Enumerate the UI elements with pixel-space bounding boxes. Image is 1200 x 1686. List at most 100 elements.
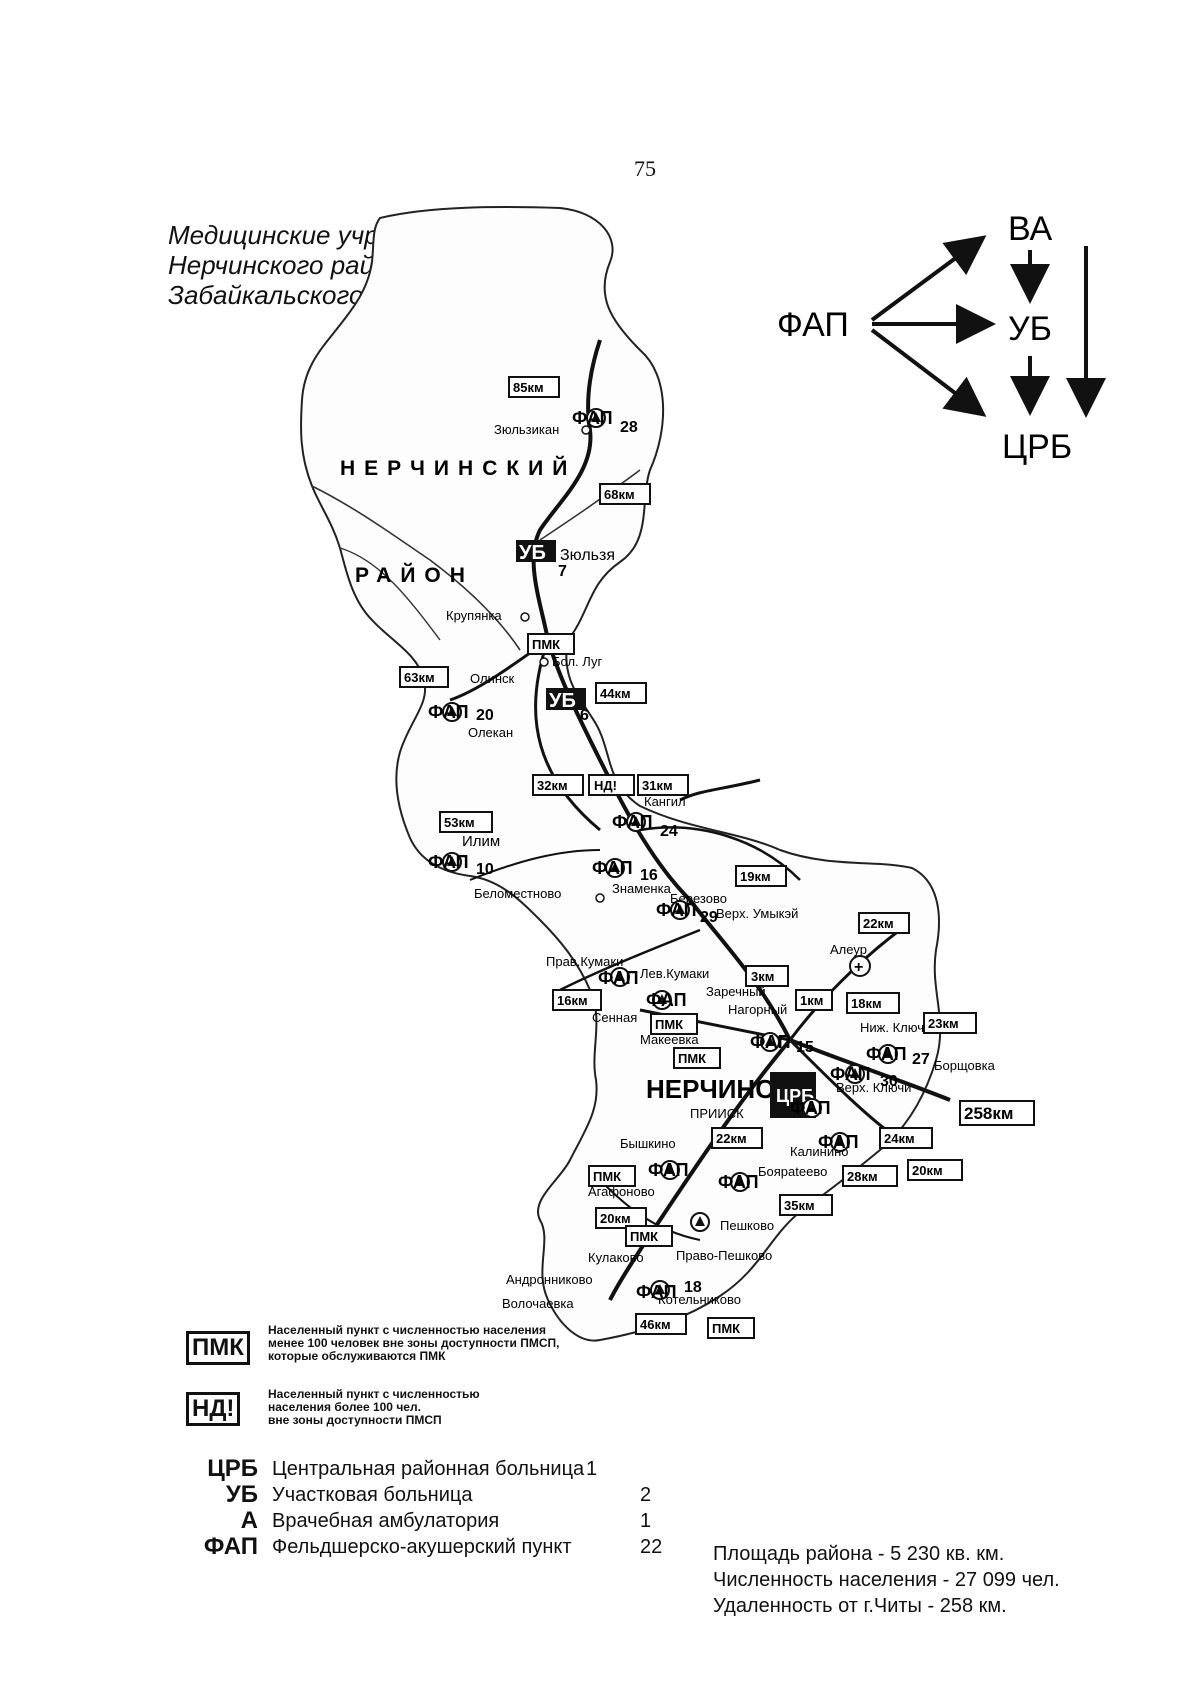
distance-text: 44км	[600, 686, 631, 701]
settlement-nagorny: Нагорный	[728, 1002, 787, 1017]
legend-pmk-desc-line: Населенный пункт с численностью населени…	[268, 1323, 547, 1337]
summary-row: А Врачебная амбулатория 1	[170, 1508, 680, 1534]
distance-labels: 85км 68км 63км 44км 32км НД! 31км 53км 1…	[399, 376, 1035, 1335]
ub-number: 6	[580, 707, 589, 724]
summary-abbr: ФАП	[203, 1533, 258, 1560]
pmk-marker: ПМК	[673, 1047, 721, 1069]
distance-box: 32км	[532, 774, 584, 796]
distance-box: 18км	[846, 992, 900, 1014]
settlement-verkh-umyki: Верх. Умыкэй	[716, 906, 798, 921]
distance-text: 3км	[751, 969, 774, 984]
distance-text: 53км	[444, 815, 475, 830]
ub-marker: УБ6	[546, 688, 589, 724]
distance-text: 16км	[557, 993, 588, 1008]
fap-marker: ФАП	[648, 1160, 689, 1180]
distance-text: 85км	[513, 380, 544, 395]
summary-row: ФАП Фельдшерско-акушерский пункт 22	[170, 1534, 680, 1560]
settlement-peshkovo: Пешково	[720, 1218, 774, 1233]
settlement-ilim: Илим	[462, 833, 500, 850]
pmk-marker-text: ПМК	[678, 1051, 706, 1066]
summary-count: 1	[586, 1458, 598, 1480]
distance-box: 22км	[858, 912, 910, 934]
summary-count: 22	[640, 1536, 663, 1558]
fap-number: 10	[476, 861, 494, 878]
settlement-lev-kumaki: Лев.Кумаки	[640, 966, 709, 981]
legend-pmk-box: ПМК	[186, 1331, 250, 1365]
summary-label: Врачебная амбулатория	[272, 1510, 500, 1532]
legend-pmk-desc-line: которые обслуживаются ПМК	[268, 1349, 446, 1363]
settlement-nerchinsk: НЕРЧИНСК	[646, 1074, 790, 1104]
distance-text: 22км	[863, 916, 894, 931]
fap-marker: ФАП	[598, 967, 639, 988]
distance-text: 32км	[537, 778, 568, 793]
fap-number: 24	[660, 823, 678, 840]
settlement-zyulzya: Зюльзя	[560, 547, 615, 564]
settlement-olekan: Олекан	[468, 725, 513, 740]
distance-box: 24км	[879, 1127, 933, 1149]
ub-number: 7	[558, 563, 567, 580]
crb-label: ЦРБ	[776, 1086, 814, 1106]
settlement-borshchovka: Борщовка	[934, 1058, 996, 1073]
settlement-priisk: ПРИИСК	[690, 1106, 744, 1121]
fap-label: ФАП	[572, 408, 613, 428]
summary-label: Участковая больница	[272, 1484, 473, 1506]
pmk-marker: ПМК	[527, 633, 575, 655]
stat-population: Численность населения - 27 099 чел.	[713, 1569, 1060, 1591]
summary-label: Фельдшерско-акушерский пункт	[272, 1536, 572, 1558]
summary-row: УБ Участковая больница 2	[170, 1482, 680, 1508]
legend-nd-desc-line: вне зоны доступности ПМСП	[268, 1413, 442, 1427]
fap-number: 15	[796, 1039, 814, 1056]
distance-box: 22км	[711, 1127, 763, 1149]
summary-row: ЦРБ Центральная районная больница 1	[170, 1456, 680, 1482]
settlement-volochaevka: Волочаевка	[502, 1296, 574, 1311]
distance-text: 46км	[640, 1317, 671, 1332]
pmk-marker: ПМК	[707, 1317, 755, 1339]
flow-arrow-fap-va	[870, 235, 987, 322]
referral-flow-diagram: ФАП ВА УБ ЦРБ	[777, 210, 1106, 466]
distance-box: 1км	[795, 989, 833, 1011]
summary-abbr: ЦРБ	[207, 1455, 258, 1482]
pmk-marker: ПМК	[625, 1225, 673, 1247]
summary-count: 1	[640, 1510, 652, 1532]
fap-label: ФАП	[818, 1132, 859, 1152]
distance-text: 20км	[912, 1163, 943, 1178]
district-label-line-2: РАЙОН	[355, 563, 474, 587]
fap-label: ФАП	[830, 1064, 871, 1084]
fap-number: 29	[700, 909, 718, 926]
fap-label: ФАП	[648, 1160, 689, 1180]
fap-label: ФАП	[636, 1282, 677, 1302]
fap-label: ФАП	[866, 1044, 907, 1064]
settlement-aleur: Алеур	[830, 942, 867, 957]
distance-text: 1км	[800, 993, 823, 1008]
pmk-marker: ПМК	[588, 1165, 636, 1187]
settlement-zyulzikan: Зюльзикан	[494, 422, 559, 437]
fap-label: ФАП	[598, 968, 639, 988]
distance-box: 28км	[842, 1165, 898, 1187]
settlement-belomestnovo: Беломестново	[474, 886, 561, 901]
settlement-zarechny: Заречный	[706, 984, 766, 999]
distance-text: 31км	[642, 778, 673, 793]
district-stats: Площадь района - 5 230 кв. км. Численнос…	[713, 1541, 1060, 1619]
ub-label: УБ	[519, 542, 546, 564]
settlement-olinsk: Олинск	[470, 671, 514, 686]
legend-pmk-desc-line: менее 100 человек вне зоны доступности П…	[268, 1336, 560, 1350]
summary-abbr: УБ	[225, 1481, 258, 1508]
district-label-line-1: НЕРЧИНСКИЙ	[340, 456, 576, 480]
flow-crb-label: ЦРБ	[1002, 428, 1072, 466]
fap-label: ФАП	[592, 858, 633, 878]
flow-va-label: ВА	[1008, 210, 1053, 248]
fap-marker: ФАП	[646, 990, 687, 1010]
pmk-markers: ПМК ПМК ПМК ПМК ПМК ПМК	[527, 633, 755, 1339]
settlement-sennaya: Сенная	[592, 1010, 637, 1025]
page-number: 75	[634, 156, 656, 181]
legend-nd-box: НД!	[186, 1392, 241, 1426]
distance-box: 35км	[779, 1194, 833, 1216]
distance-text: 18км	[851, 996, 882, 1011]
distance-text: 28км	[847, 1169, 878, 1184]
settlement-znamenka: Знаменка	[612, 881, 672, 896]
distance-box: 19км	[735, 865, 787, 887]
